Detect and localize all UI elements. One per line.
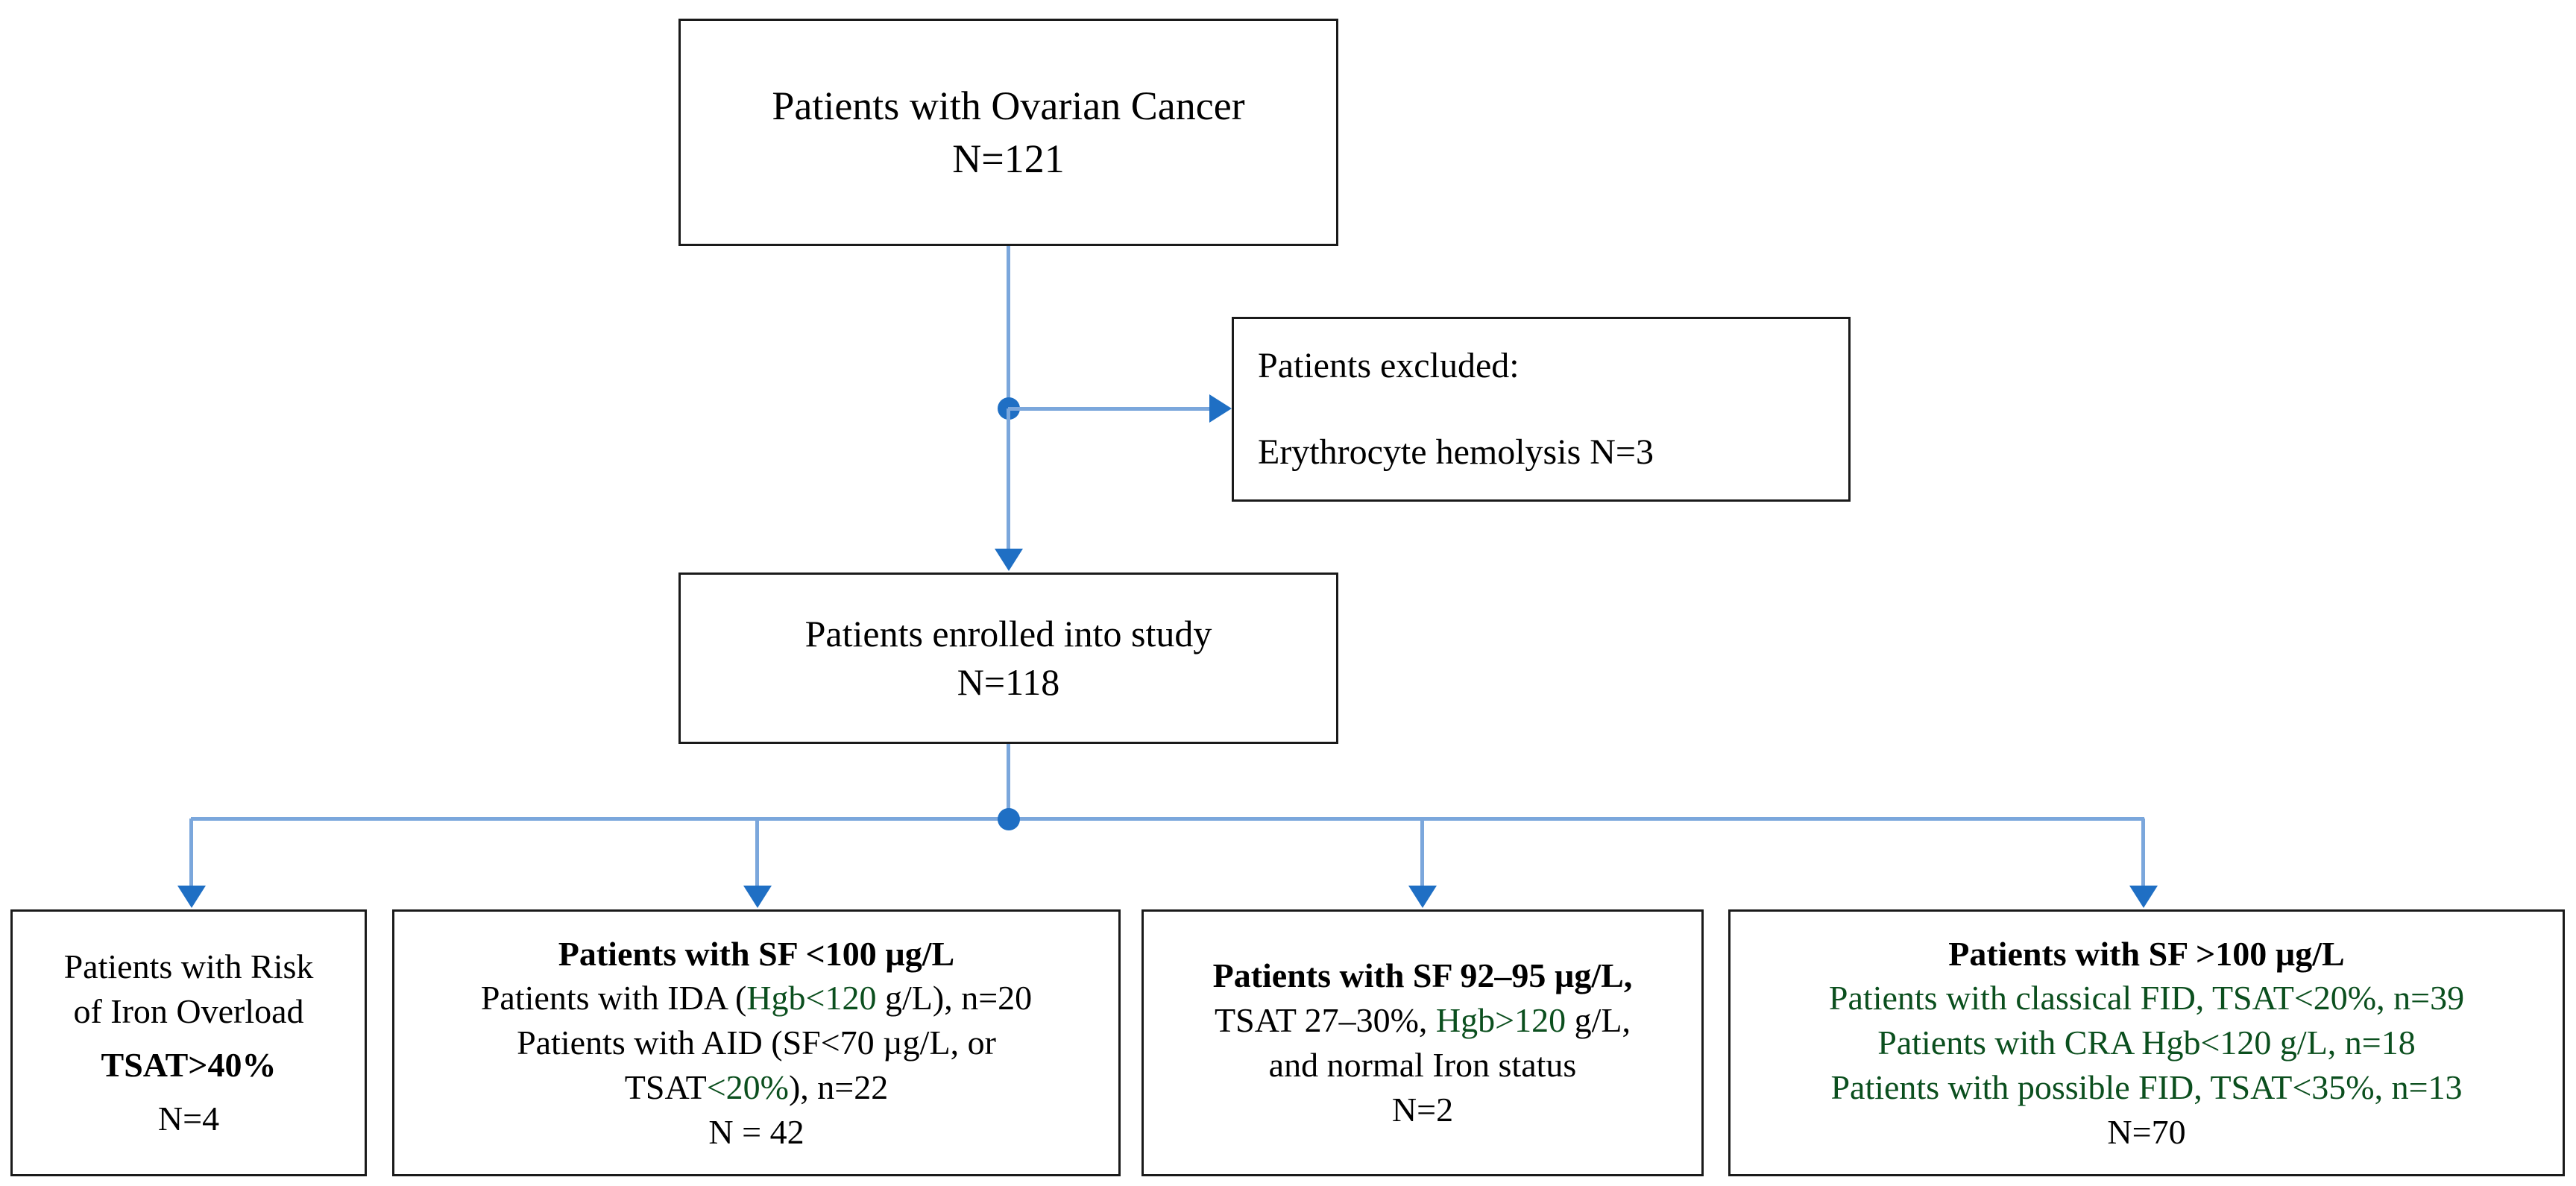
row-tsat-prefix: TSAT 27–30%,: [1215, 1001, 1436, 1040]
arrowhead-to-excluded: [1209, 394, 1232, 423]
node-sf-92-95-row-2: TSAT 27–30%, Hgb>120 g/L,: [1215, 998, 1631, 1043]
node-sf-under-100-header: Patients with SF <100 µg/L: [558, 934, 955, 973]
row-ida-suffix: g/L), n=20: [876, 979, 1033, 1018]
connector-drop-sf-over-100: [2141, 818, 2145, 887]
row-hgb-highlight: Hgb>120: [1435, 1001, 1566, 1040]
row-aid-highlight: <20%: [706, 1067, 789, 1106]
row-aid-suffix: ), n=22: [788, 1067, 889, 1106]
node-sf-over-100-row-classical-fid: Patients with classical FID, TSAT<20%, n…: [1828, 979, 2465, 1018]
node-patients-excluded: Patients excluded: Erythrocyte hemolysis…: [1232, 317, 1851, 502]
row-ida-highlight: Hgb<120: [746, 979, 877, 1018]
row-aid-prefix: TSAT: [624, 1067, 707, 1106]
node-patients-with-sf-under-100: Patients with SF <100 µg/L Patients with…: [392, 909, 1121, 1176]
connector-distribution-bar: [191, 817, 2144, 821]
arrowhead-drop-risk: [177, 886, 206, 908]
node-sf-over-100-row-cra: Patients with CRA Hgb<120 g/L, n=18: [1877, 1023, 2416, 1062]
connector-to-excluded-box: [1008, 407, 1211, 411]
row-ida-prefix: Patients with IDA (: [480, 979, 747, 1018]
connector-drop-sf-92-95: [1420, 818, 1424, 887]
arrowhead-to-enrolled: [995, 549, 1023, 571]
junction-dot-distribution: [998, 808, 1020, 830]
node-patients-with-ovarian-cancer: Patients with Ovarian Cancer N=121: [678, 19, 1338, 246]
connector-junction-to-enrolled: [1007, 409, 1010, 550]
node-risk-line-1: Patients with Risk: [63, 947, 314, 986]
arrowhead-drop-sf-92-95: [1408, 886, 1437, 908]
node-risk-count: N=4: [157, 1099, 220, 1138]
node-sf-over-100-row-possible-fid: Patients with possible FID, TSAT<35%, n=…: [1830, 1067, 2463, 1106]
connector-drop-risk: [189, 818, 193, 887]
node-excluded-reason: Erythrocyte hemolysis N=3: [1258, 432, 1654, 472]
node-sf-92-95-total: N=2: [1391, 1090, 1454, 1129]
node-patients-with-sf-92-95: Patients with SF 92–95 µg/L, TSAT 27–30%…: [1141, 909, 1704, 1176]
node-sf-over-100-header: Patients with SF >100 µg/L: [1948, 934, 2345, 973]
node-sf-over-100-total: N=70: [2107, 1112, 2186, 1151]
connector-drop-sf-under-100: [755, 818, 759, 887]
arrowhead-drop-sf-over-100: [2129, 886, 2158, 908]
row-tsat-suffix: g/L,: [1566, 1001, 1631, 1040]
node-enrolled-count: N=118: [957, 661, 1060, 703]
node-patients-with-risk-of-iron-overload: Patients with Risk of Iron Overload TSAT…: [10, 909, 367, 1176]
node-ovarian-line-1: Patients with Ovarian Cancer: [772, 83, 1245, 129]
node-patients-with-sf-over-100: Patients with SF >100 µg/L Patients with…: [1728, 909, 2565, 1176]
node-risk-line-2: of Iron Overload: [73, 992, 304, 1031]
node-enrolled-line-1: Patients enrolled into study: [804, 613, 1212, 654]
node-risk-criterion: TSAT>40%: [101, 1046, 277, 1084]
node-sf-92-95-header: Patients with SF 92–95 µg/L,: [1212, 956, 1633, 995]
node-sf-under-100-total: N = 42: [708, 1112, 804, 1151]
node-patients-enrolled-into-study: Patients enrolled into study N=118: [678, 573, 1338, 744]
node-excluded-heading: Patients excluded:: [1258, 345, 1520, 385]
node-ovarian-count: N=121: [952, 136, 1065, 181]
connector-enrolled-to-bar: [1007, 744, 1010, 818]
arrowhead-drop-sf-under-100: [743, 886, 772, 908]
node-sf-under-100-row-aid-1: Patients with AID (SF<70 µg/L, or: [517, 1023, 996, 1062]
node-sf-under-100-row-ida: Patients with IDA (Hgb<120 g/L), n=20: [481, 976, 1032, 1021]
node-sf-under-100-row-aid-2: TSAT<20%), n=22: [625, 1065, 888, 1110]
node-sf-92-95-row-3: and normal Iron status: [1268, 1046, 1577, 1084]
connector-ovarian-to-junction: [1007, 246, 1010, 416]
